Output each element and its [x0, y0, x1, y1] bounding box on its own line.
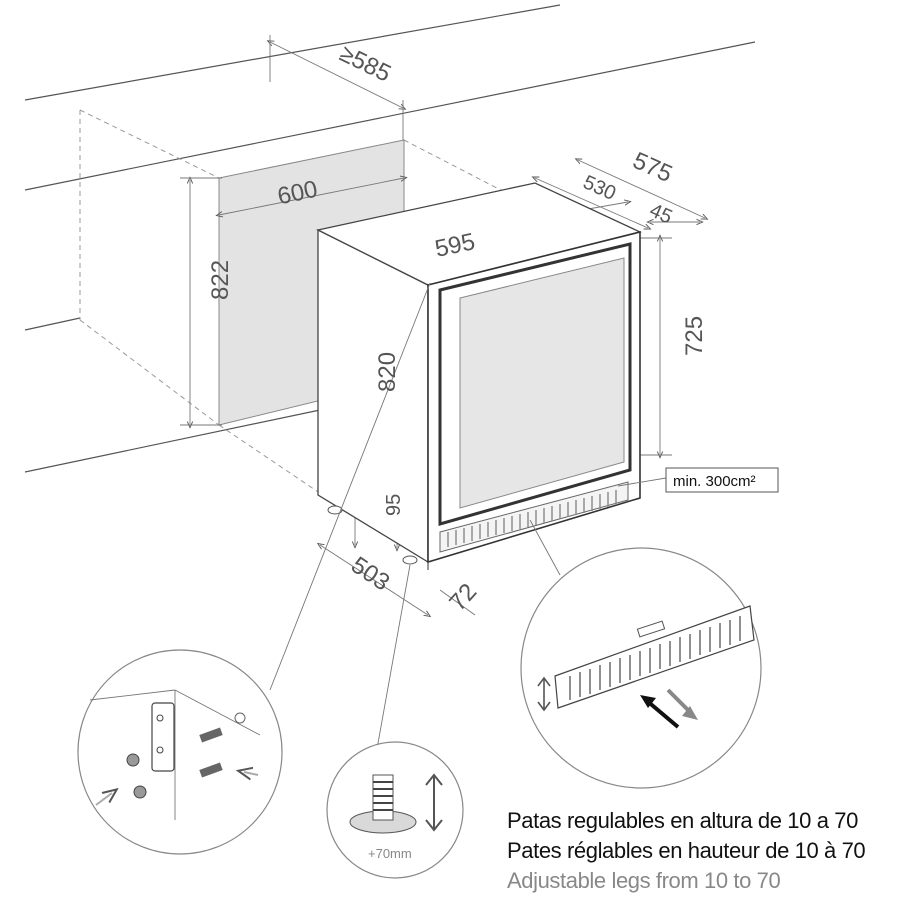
caption-english: Adjustable legs from 10 to 70 [507, 868, 781, 893]
vertical-arrow-icon [425, 773, 443, 832]
dim-leg-depth: 503 [346, 552, 394, 597]
dim-niche-height: 822 [207, 260, 234, 300]
wine-cooler-unit [316, 182, 642, 570]
caption-spanish: Patas regulables en altura de 10 a 70 [507, 808, 858, 833]
grille-slots [447, 490, 617, 547]
dim-door-depth: 45 [646, 199, 675, 228]
leader-lines [269, 282, 561, 761]
dim-plinth-offset: 72 [444, 578, 482, 616]
bracket-detail-circle [77, 649, 283, 855]
front-foot [402, 555, 418, 565]
door-frame [438, 242, 632, 526]
ventilation-callout [617, 467, 779, 493]
grille-detail-circle [520, 547, 762, 789]
leg-icon [349, 774, 417, 834]
leg-adjust-label: +70mm [368, 846, 412, 861]
ventilation-grille [439, 481, 629, 553]
leg-detail-circle [326, 741, 464, 879]
rear-foot [327, 505, 343, 515]
airflow-arrow-icon [640, 688, 698, 729]
dim-total-depth: 575 [629, 147, 677, 188]
dim-door-height: 725 [681, 316, 708, 356]
ventilation-label: min. 300cm² [673, 473, 756, 490]
door-glass [459, 257, 625, 509]
caption-french: Pates réglables en hauteur de 10 à 70 [507, 838, 866, 863]
dim-plinth-height: 95 [383, 494, 405, 516]
screw-icon [126, 727, 223, 799]
dim-niche-depth: ≥585 [335, 40, 395, 88]
dim-unit-height: 820 [374, 352, 401, 392]
